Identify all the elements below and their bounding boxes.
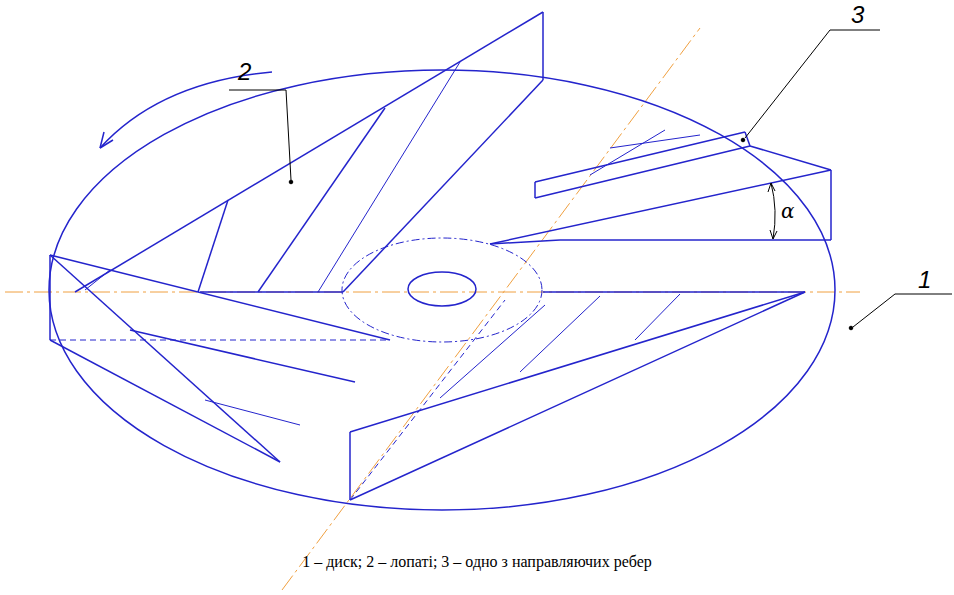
callout-number: 1 (918, 268, 931, 292)
leader-lines (229, 30, 952, 330)
figure-caption: 1 – диск; 2 – лопаті; 3 – одно з направл… (0, 553, 954, 571)
blades (50, 12, 831, 500)
disc-outline (49, 70, 835, 510)
callout-number: 2 (238, 60, 251, 84)
angle-symbol: α (781, 201, 795, 221)
callout-number: 3 (851, 3, 864, 27)
angle-mark (768, 183, 777, 239)
center-axes (5, 28, 860, 590)
